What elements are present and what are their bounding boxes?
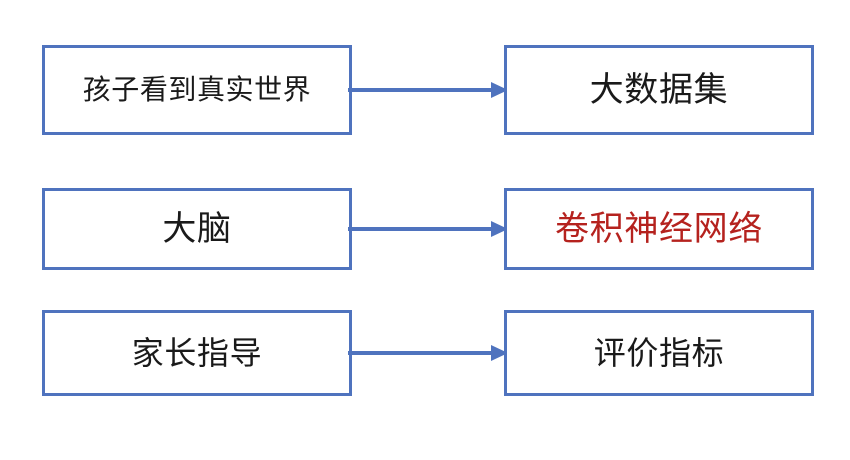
right-arrow-icon bbox=[348, 345, 508, 361]
node-target-1[interactable]: 大数据集 bbox=[504, 45, 814, 135]
connector-arrow-3 bbox=[348, 340, 508, 366]
connector-arrow-1 bbox=[348, 77, 508, 103]
node-source-3[interactable]: 家长指导 bbox=[42, 310, 352, 396]
node-target-3-label: 评价指标 bbox=[593, 334, 725, 372]
connector-arrow-2 bbox=[348, 216, 508, 242]
right-arrow-icon bbox=[348, 82, 508, 98]
node-target-3[interactable]: 评价指标 bbox=[504, 310, 814, 396]
node-source-1[interactable]: 孩子看到真实世界 bbox=[42, 45, 352, 135]
node-target-2-label: 卷积神经网络 bbox=[554, 209, 764, 249]
node-target-2[interactable]: 卷积神经网络 bbox=[504, 188, 814, 270]
right-arrow-icon bbox=[348, 221, 508, 237]
node-source-1-label: 孩子看到真实世界 bbox=[82, 73, 312, 106]
node-target-1-label: 大数据集 bbox=[589, 70, 729, 110]
node-source-3-label: 家长指导 bbox=[131, 334, 263, 372]
node-source-2-label: 大脑 bbox=[162, 209, 232, 249]
node-source-2[interactable]: 大脑 bbox=[42, 188, 352, 270]
